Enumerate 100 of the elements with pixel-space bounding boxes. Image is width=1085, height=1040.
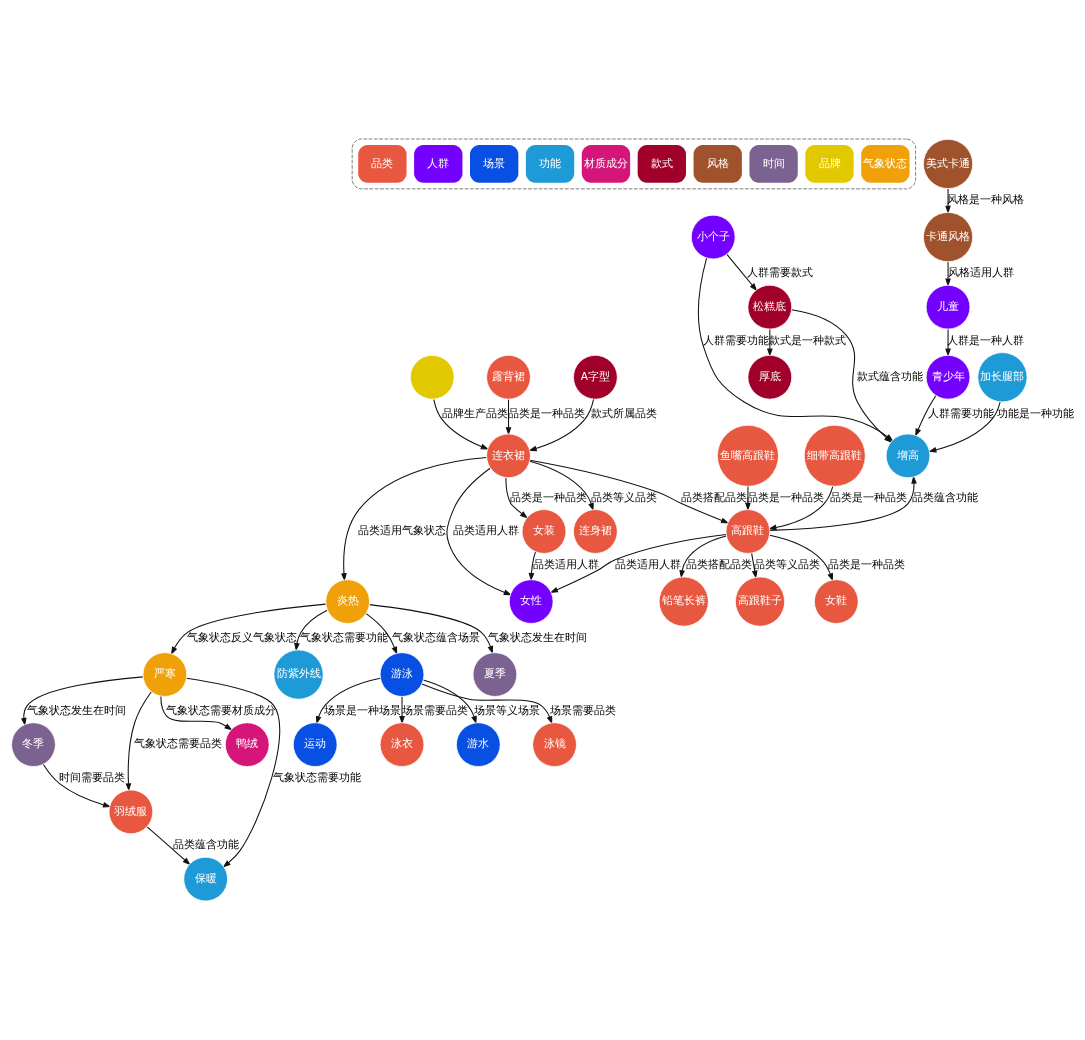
- arrow: [341, 456, 488, 582]
- edge-label: 气象状态需要材质成分: [166, 703, 277, 716]
- arrow: [20, 676, 144, 727]
- arrow: [766, 328, 773, 357]
- node-circle: 夏季: [472, 652, 518, 697]
- node-circle: 女性: [508, 579, 554, 624]
- edge-label: 功能是一种功能: [997, 406, 1075, 419]
- arrow: [528, 398, 595, 452]
- edge-label: 气象状态发生在时间: [26, 703, 126, 716]
- edge-label: 品类搭配品类: [680, 490, 747, 503]
- node-circle: 儿童: [925, 284, 971, 330]
- edge-label: 品类蕴含功能: [912, 490, 979, 503]
- node-circle: 小个子: [690, 214, 736, 260]
- arrow: [928, 401, 1001, 453]
- legend-label: 时间: [762, 156, 785, 169]
- edge-label: 品类是一种品类: [827, 557, 905, 570]
- node-circle: 美式卡通: [923, 138, 974, 189]
- edge-label: 品类适用气象状态: [358, 524, 447, 537]
- arrow: [769, 475, 917, 531]
- legend-label: 风格: [706, 156, 729, 169]
- arrow: [505, 477, 528, 519]
- edge-label: 气象状态需要品类: [134, 737, 223, 750]
- edge-label: 品类等义品类: [754, 557, 821, 570]
- edge-label: 气象状态蕴含场景: [392, 630, 481, 643]
- edge-label: 品类蕴含功能: [172, 838, 239, 851]
- arrow: [146, 826, 191, 866]
- node-circle: 加长腿部: [977, 352, 1028, 403]
- arrow: [170, 603, 327, 655]
- arrow: [549, 533, 727, 593]
- node-circle: 炎热: [325, 579, 370, 624]
- edge-label: 气象状态需要功能: [300, 630, 389, 643]
- edge-label: 气象状态需要功能: [273, 771, 362, 784]
- node-circle: 露背裙: [486, 354, 531, 400]
- edge-label: 场景需要品类: [549, 703, 616, 716]
- arrow: [945, 261, 951, 287]
- node-circle: 细带高跟鞋: [803, 424, 866, 487]
- node-circle: 防紫外线: [273, 649, 324, 700]
- edge-label: 气象状态发生在时间: [488, 630, 588, 643]
- edge-label: 风格是一种风格: [947, 193, 1025, 206]
- arrow: [679, 535, 727, 579]
- arrow: [125, 691, 152, 792]
- arrow: [529, 459, 730, 524]
- arrow: [505, 398, 512, 436]
- edge-label: 品类等义品类: [591, 490, 658, 503]
- legend-label: 款式: [650, 156, 673, 169]
- node-circle: A字型: [573, 354, 618, 400]
- arrow: [446, 467, 512, 596]
- node-circle: 运动: [292, 722, 338, 767]
- legend-label: 功能: [539, 156, 562, 169]
- node-circle: 厚底: [747, 354, 793, 400]
- edge-label: 款式蕴含功能: [856, 370, 923, 383]
- node-circle: 泳镜: [532, 722, 577, 767]
- edge-label: 品牌生产品类: [441, 406, 508, 419]
- node-circle: [409, 354, 455, 400]
- legend-label: 人群: [427, 156, 450, 169]
- arrow: [315, 677, 381, 725]
- edge-label: 品类适用人群: [532, 557, 599, 570]
- arrow: [751, 552, 758, 579]
- edge-label: 品类搭配品类: [686, 557, 753, 570]
- node-circle: 女鞋: [814, 579, 859, 624]
- arrow: [365, 613, 398, 655]
- node-circle: 高跟鞋: [725, 509, 771, 554]
- edge-label: 场景是一种场景: [324, 703, 402, 716]
- edge-label: 人群是一种人群: [947, 333, 1025, 346]
- legend-label: 品类: [371, 156, 394, 169]
- arrow: [433, 398, 489, 450]
- legend-label: 品牌: [818, 156, 841, 169]
- arrow: [42, 763, 112, 808]
- edge-label: 人群需要功能: [927, 406, 994, 419]
- edge-label: 时间需要品类: [59, 771, 126, 784]
- arrow: [745, 485, 751, 512]
- arrow: [769, 534, 833, 582]
- node-circle: 铅笔长裤: [658, 576, 709, 627]
- arrow: [915, 394, 937, 437]
- arrow: [421, 683, 553, 725]
- arrow: [160, 695, 233, 731]
- edge-label: 场景等义场景: [474, 703, 540, 716]
- arrow: [422, 679, 477, 725]
- arrow: [726, 253, 758, 292]
- node-circle: 连衣裙: [486, 433, 531, 479]
- arrow: [369, 604, 494, 655]
- edge-label: 品类适用人群: [452, 524, 519, 537]
- edge-label: 风格适用人群: [947, 266, 1014, 279]
- arrow: [528, 551, 537, 582]
- node-circle: 青少年: [925, 354, 971, 400]
- arrow: [186, 677, 281, 868]
- node-circle: 游水: [456, 722, 501, 767]
- legend-label: 场景: [483, 156, 506, 169]
- edge-label: 款式所属品类: [591, 406, 658, 419]
- edge-label: 气象状态反义气象状态: [186, 630, 297, 643]
- arrow: [529, 460, 594, 512]
- node-circle: 泳衣: [379, 722, 425, 767]
- node-circle: 卡通风格: [923, 212, 974, 263]
- node-circle: 鱼嘴高跟鞋: [717, 424, 779, 487]
- arrow: [945, 328, 951, 357]
- edge-label: 品类适用人群: [615, 557, 682, 570]
- node-circle: 连身裙: [573, 509, 618, 554]
- node-circle: 游泳: [379, 652, 425, 697]
- edge-label: 品类是一种品类: [510, 490, 588, 503]
- edge-label: 品类是一种品类: [830, 490, 908, 503]
